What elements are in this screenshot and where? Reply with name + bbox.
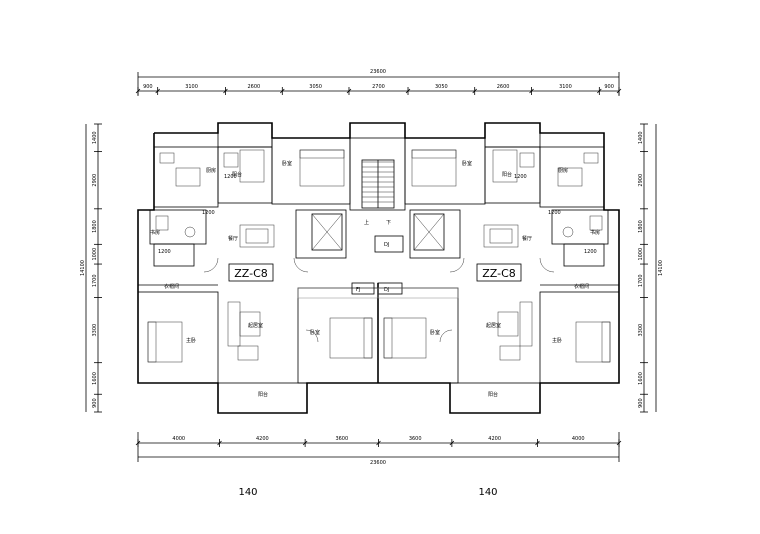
right-kitchen-label: 厨房: [558, 167, 568, 174]
top-dim-slash: [280, 88, 285, 94]
bottom-dim-slash: [616, 440, 622, 446]
right-dim-segment-label: 900: [638, 398, 644, 408]
left-top-balcony-label: 阳台: [232, 171, 242, 178]
top-dim-segment-label: 3100: [185, 84, 198, 90]
left-mid-bedroom-label: 卧室: [310, 329, 320, 336]
top-dim-segment-label: 3050: [435, 84, 448, 90]
right-total-dim: 14100: [658, 260, 664, 276]
left-kitchen-label: 厨房: [206, 167, 216, 174]
left-dim-segment-label: 1400: [92, 131, 98, 144]
top-dim-slash: [223, 88, 228, 94]
shaft-label: DJ: [384, 242, 389, 248]
top-dim-segment-label: 3050: [309, 84, 322, 90]
left-unit: 厨房 阳台 1200 卧室 1200 1200 餐厅 ZZ-C8 衣帽间: [137, 122, 379, 414]
right-top-bedroom-label: 卧室: [462, 160, 472, 167]
top-dim-slash: [597, 88, 602, 94]
right-top-balcony-label: 阳台: [502, 171, 512, 178]
bottom-dim-slash: [302, 440, 308, 446]
right-dim-segment-label: 1700: [638, 274, 644, 287]
bottom-dim-segment-label: 3600: [409, 436, 422, 442]
stair-down-label: 下: [386, 220, 391, 226]
top-dim-slash: [155, 88, 160, 94]
bottom-dim-segment-label: 4000: [172, 436, 185, 442]
top-dim-segment-label: 900: [604, 84, 614, 90]
left-dim-segment-label: 3300: [92, 324, 98, 337]
top-dim-slash: [135, 88, 141, 94]
top-dim-slash: [405, 88, 411, 94]
right-dining-label: 餐厅: [522, 235, 532, 242]
top-dim-segment-label: 2600: [248, 84, 261, 90]
top-total-dim: 23600: [370, 69, 386, 75]
left-unit-area: 140: [238, 487, 257, 498]
bottom-dim-slash: [135, 440, 141, 446]
bottom-total-dim: 23600: [370, 460, 386, 466]
left-total-dim: 14100: [80, 260, 86, 276]
left-unit-tag: ZZ-C8: [234, 267, 268, 280]
top-dim-segment-label: 2700: [372, 84, 385, 90]
bottom-dim-segment-label: 3600: [335, 436, 348, 442]
top-dim-slash: [616, 88, 622, 94]
exterior-walls: [137, 122, 620, 414]
left-dim-segment-label: 1800: [92, 220, 98, 233]
right-dimensions: 14100 1400 2900 1800 1000 1700 3300 1600 900: [638, 123, 664, 413]
top-dim-segment-label: 2600: [497, 84, 510, 90]
left-bottom-balcony-label: 阳台: [258, 391, 268, 398]
top-dim-slash: [529, 88, 534, 94]
left-inner-dim-a: 1200: [224, 174, 237, 180]
left-hall-label: 衣帽间: [164, 283, 179, 290]
right-master-label: 主卧: [552, 337, 562, 344]
right-inner-dim-c: 1200: [548, 210, 561, 216]
left-dim-segment-label: 1600: [92, 372, 98, 385]
top-dim-slash: [472, 88, 477, 94]
left-living-label: 起居室: [248, 322, 263, 329]
left-top-bedroom-label: 卧室: [282, 160, 292, 167]
right-dim-segment-label: 1800: [638, 220, 644, 233]
right-bottom-balcony-label: 阳台: [488, 391, 498, 398]
left-dining-label: 餐厅: [228, 235, 238, 242]
left-small-label: 书房: [150, 229, 160, 236]
right-hall-label: 衣帽间: [574, 283, 589, 290]
left-dim-segment-label: 2900: [92, 174, 98, 187]
right-inner-dim-a: 1200: [514, 174, 527, 180]
bottom-dim-slash: [376, 440, 381, 446]
right-small-label: 书房: [590, 229, 600, 236]
top-dim-segment-label: 3100: [559, 84, 572, 90]
top-dim-slash: [346, 88, 352, 94]
left-dim-segment-label: 900: [92, 398, 98, 408]
left-inner-dim-c: 1200: [202, 210, 215, 216]
right-living-label: 起居室: [486, 322, 501, 329]
top-dim-segment-label: 900: [143, 84, 153, 90]
bottom-dim-slash: [217, 440, 222, 446]
right-dim-segment-label: 3300: [638, 324, 644, 337]
bottom-dimensions: 23600 4000 4200 3600 3600 4200 4000: [135, 432, 622, 466]
right-unit-tag: ZZ-C8: [482, 267, 516, 280]
stair-up-label: 上: [364, 219, 369, 226]
bottom-dim-slash: [535, 440, 540, 446]
right-dim-segment-label: 1400: [638, 131, 644, 144]
bottom-dim-slash: [449, 440, 455, 446]
left-inner-dim-b: 1200: [158, 249, 171, 255]
stair-core: 上 下 DJ FJ DJ: [349, 137, 406, 295]
left-dim-segment-label: 1700: [92, 274, 98, 287]
pipe-label-a: FJ: [356, 287, 360, 293]
right-unit: 厨房 阳台 1200 卧室 1200 1200 餐厅 ZZ-C8 衣帽间 主卧: [377, 122, 620, 414]
top-dimensions: 23600 900 3100 2600 3050 2700 3050 2600 3100 900: [135, 69, 622, 96]
pipe-label-b: DJ: [384, 287, 389, 293]
right-mid-bedroom-label: 卧室: [430, 329, 440, 336]
right-dim-segment-label: 1600: [638, 372, 644, 385]
left-dimensions: 14100 1400 2900 1800 1000 1700 3300 1600 900: [80, 123, 102, 413]
left-dim-segment-label: 1000: [92, 248, 98, 261]
right-dim-segment-label: 1000: [638, 248, 644, 261]
right-dim-segment-label: 2900: [638, 174, 644, 187]
bottom-dim-segment-label: 4200: [488, 436, 501, 442]
right-unit-area: 140: [478, 487, 497, 498]
left-master-label: 主卧: [186, 337, 196, 344]
bottom-dim-segment-label: 4200: [256, 436, 269, 442]
right-inner-dim-b: 1200: [584, 249, 597, 255]
bottom-dim-segment-label: 4000: [572, 436, 585, 442]
